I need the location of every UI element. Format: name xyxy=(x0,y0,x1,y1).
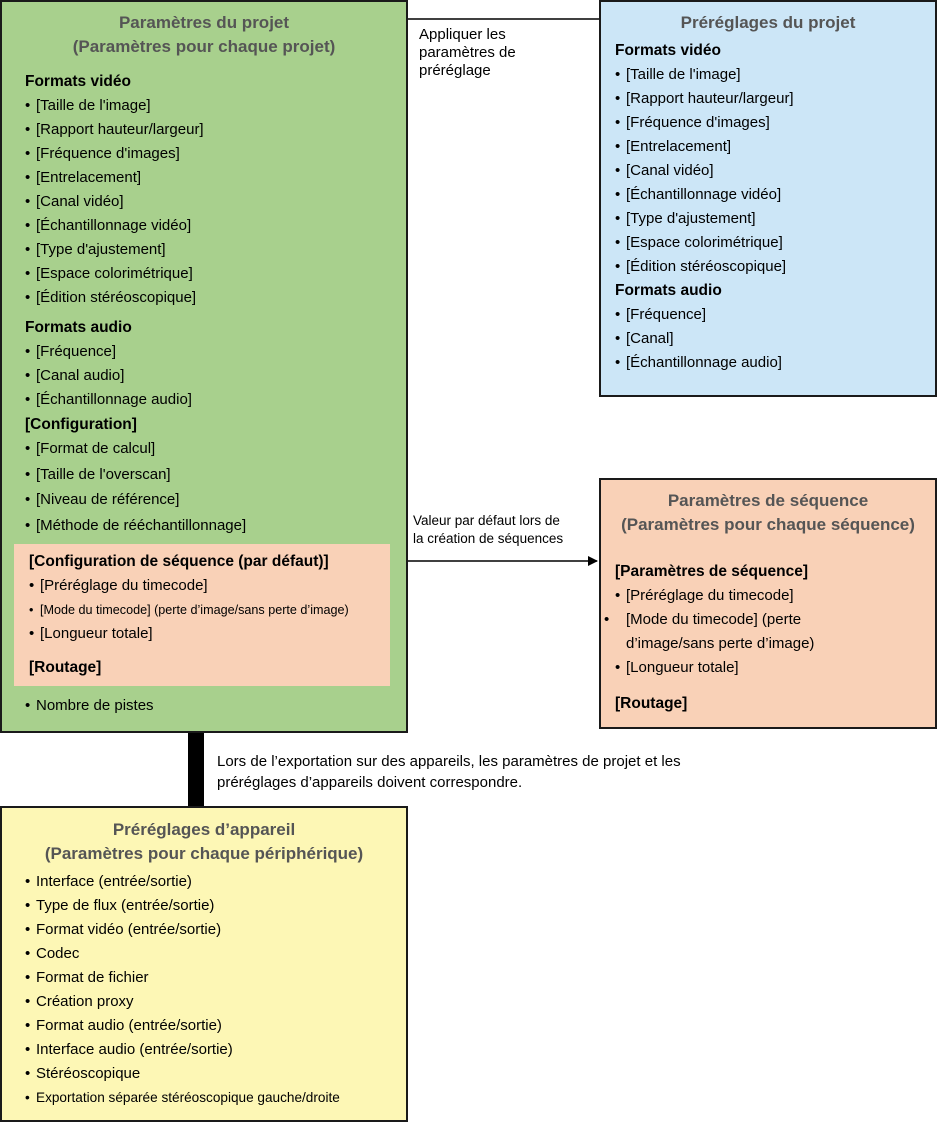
sequence-settings-heading: [Paramètres de séquence] xyxy=(615,563,808,580)
audio-format-list: •[Fréquence] •[Canal audio] •[Échantillo… xyxy=(25,340,395,412)
list-item: •[Entrelacement] xyxy=(615,138,732,155)
list-item: •[Édition stéréoscopique] xyxy=(25,289,197,306)
list-item: •[Échantillonnage vidéo] xyxy=(25,217,192,234)
list-item: •[Édition stéréoscopique] xyxy=(615,258,787,275)
list-item: •[Fréquence d'images] xyxy=(25,145,180,162)
list-item: •[Canal vidéo] xyxy=(25,193,124,210)
list-item: •[Taille de l'overscan] xyxy=(25,465,171,483)
list-item: •[Préréglage du timecode] xyxy=(615,587,794,604)
list-item: •[Fréquence] xyxy=(615,306,707,323)
list-item: •Création proxy xyxy=(25,993,134,1010)
video-formats-heading: Formats vidéo xyxy=(25,73,131,90)
video-format-list: •[Taille de l'image] •[Rapport hauteur/l… xyxy=(615,63,930,279)
audio-formats-heading: Formats audio xyxy=(25,319,132,336)
default-sequence-caption: Valeur par défaut lors de la création de… xyxy=(413,513,564,546)
list-item: •[Type d'ajustement] xyxy=(615,210,756,227)
list-item: •[Échantillonnage audio] xyxy=(615,354,782,371)
project-presets-title: Préréglages du projet xyxy=(680,13,856,32)
list-item: •[Taille de l'image] xyxy=(615,66,741,83)
audio-formats-heading: Formats audio xyxy=(615,282,722,299)
list-item: •[Canal] xyxy=(615,330,674,347)
track-count-item: •Nombre de pistes xyxy=(25,697,154,714)
sequence-settings-title: Paramètres de séquence xyxy=(667,491,869,510)
list-item: •[Échantillonnage vidéo] xyxy=(615,186,782,203)
apply-presets-caption: Appliquer les paramètres de préréglage xyxy=(419,26,516,79)
sequence-settings-box: Paramètres de séquence (Paramètres pour … xyxy=(599,478,937,729)
export-connector-bar xyxy=(188,733,204,806)
list-item: •Type de flux (entrée/sortie) xyxy=(25,897,215,914)
export-note-caption: Lors de l’exportation sur des appareils,… xyxy=(217,753,681,791)
list-item: •[Entrelacement] xyxy=(25,169,142,186)
configuration-list: •[Format de calcul] •[Taille de l'oversc… xyxy=(25,437,395,538)
routing-label: [Routage] xyxy=(615,695,688,712)
list-item: •[Niveau de référence] xyxy=(25,491,180,508)
list-item: •Exportation séparée stéréoscopique gauc… xyxy=(25,1090,340,1105)
list-item: •Format audio (entrée/sortie) xyxy=(25,1017,222,1034)
project-presets-box: Préréglages du projet Formats vidéo •[Ta… xyxy=(599,0,937,397)
list-item: •[Longueur totale] xyxy=(29,625,153,642)
list-item: •Interface (entrée/sortie) xyxy=(25,873,192,890)
list-item: •[Fréquence] xyxy=(25,343,117,360)
device-presets-box: Préréglages d’appareil (Paramètres pour … xyxy=(0,806,408,1122)
project-settings-subtitle: (Paramètres pour chaque projet) xyxy=(72,37,336,56)
list-item: •[Canal vidéo] xyxy=(615,162,714,179)
list-item: •Format de fichier xyxy=(25,969,149,986)
sequence-default-box: [Configuration de séquence (par défaut)]… xyxy=(14,544,390,686)
list-item: •[Échantillonnage audio] xyxy=(25,391,192,408)
sequence-settings-subtitle: (Paramètres pour chaque séquence) xyxy=(621,515,915,534)
list-item: •[Espace colorimétrique] xyxy=(615,234,783,251)
device-presets-subtitle: (Paramètres pour chaque périphérique) xyxy=(44,844,364,863)
list-item: •[Mode du timecode] (perte d’image/sans … xyxy=(29,603,349,617)
list-item: •[Fréquence d'images] xyxy=(615,114,770,131)
video-format-list: •[Taille de l'image] •[Rapport hauteur/l… xyxy=(25,94,395,310)
list-item: •[Canal audio] xyxy=(25,367,125,384)
list-item: •Format vidéo (entrée/sortie) xyxy=(25,921,222,938)
list-item: •[Longueur totale] xyxy=(615,659,739,676)
audio-format-list: •[Fréquence] •[Canal] •[Échantillonnage … xyxy=(615,303,930,375)
list-item: •[Préréglage du timecode] xyxy=(29,577,208,594)
list-item: •[Taille de l'image] xyxy=(25,97,151,114)
list-item: •[Rapport hauteur/largeur] xyxy=(25,121,204,138)
list-item: •Interface audio (entrée/sortie) xyxy=(25,1041,233,1058)
list-item: •[Rapport hauteur/largeur] xyxy=(615,90,794,107)
list-item: •Stéréoscopique xyxy=(25,1065,141,1082)
list-item: •[Méthode de rééchantillonnage] xyxy=(25,516,247,534)
list-item: •[Type d'ajustement] xyxy=(25,241,166,258)
list-item: •[Espace colorimétrique] xyxy=(25,265,193,282)
sequence-default-heading: [Configuration de séquence (par défaut)] xyxy=(29,553,329,570)
list-item: •Codec xyxy=(25,945,80,962)
device-presets-title: Préréglages d’appareil xyxy=(112,820,296,839)
list-item: •[Format de calcul] xyxy=(25,440,156,457)
configuration-heading: [Configuration] xyxy=(25,416,137,433)
project-settings-title: Paramètres du projet xyxy=(118,13,290,32)
video-formats-heading: Formats vidéo xyxy=(615,42,721,59)
list-item: •[Mode du timecode] (perte d’image/sans … xyxy=(604,611,815,652)
routing-label: [Routage] xyxy=(29,659,102,676)
